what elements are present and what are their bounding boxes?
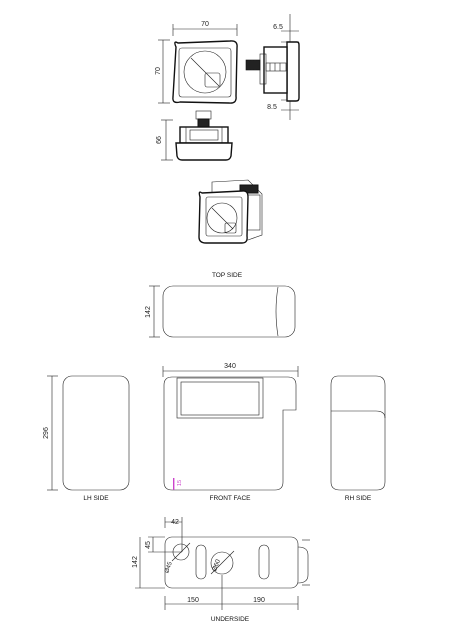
dim-front-marker: 15 [177, 480, 183, 486]
valve-iso-view [198, 179, 263, 244]
dim-underside-depth: 142 [132, 556, 139, 568]
caption-front-face: FRONT FACE [209, 495, 251, 502]
valve-top-view: 66 [156, 110, 233, 161]
dim-cistern-width: 340 [224, 363, 236, 370]
front-marker [173, 478, 175, 490]
dim-underside-left: 150 [187, 597, 199, 604]
lh-side-view: 296 LH SIDE [43, 375, 130, 502]
dim-underside-large-hole: Ø60 [211, 558, 222, 572]
front-face-view: 340 15 FRONT FACE [162, 363, 299, 502]
caption-lh-side: LH SIDE [83, 495, 109, 502]
caption-top-side: TOP SIDE [212, 272, 243, 279]
dim-underside-hole-y: 45 [145, 541, 152, 549]
underside-view: 42 45 142 Ø45 Ø60 150 190 UNDERSIDE [132, 517, 310, 623]
rh-side-view: RH SIDE [330, 375, 386, 502]
dim-cistern-depth: 142 [145, 306, 152, 318]
dim-valve-height: 70 [155, 67, 162, 75]
dim-underside-right: 190 [253, 597, 265, 604]
valve-side-view: 6.5 8.5 [245, 14, 300, 120]
dim-valve-side-bottom: 8.5 [267, 104, 277, 111]
dim-underside-small-hole: Ø45 [164, 561, 174, 574]
top-side-view: TOP SIDE 142 [145, 272, 296, 338]
dim-valve-side-top: 6.5 [273, 24, 283, 31]
caption-rh-side: RH SIDE [345, 495, 372, 502]
dim-cistern-height: 296 [43, 427, 50, 439]
dim-valve-width: 70 [201, 21, 209, 28]
valve-front-view: 70 70 [155, 21, 238, 104]
dim-underside-hole-x: 42 [171, 519, 179, 526]
dim-valve-top-height: 66 [156, 136, 163, 144]
caption-underside: UNDERSIDE [211, 616, 250, 623]
